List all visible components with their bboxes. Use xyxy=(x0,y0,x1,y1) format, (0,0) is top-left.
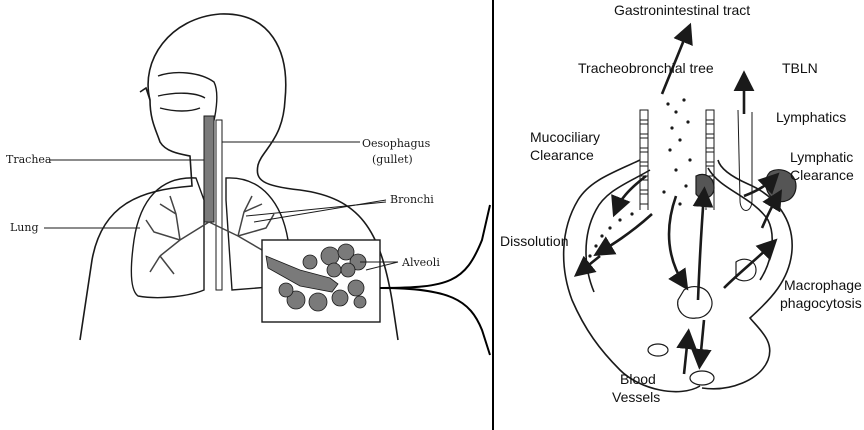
label-lymphatics: Lymphatics xyxy=(776,109,846,125)
label-blood-2: Vessels xyxy=(612,389,660,405)
label-tracheobronchial: Tracheobronchial tree xyxy=(578,60,714,76)
label-gi-tract: Gastronintestinal tract xyxy=(614,2,750,18)
label-tbln: TBLN xyxy=(782,60,818,76)
label-oesophagus: Oesophagus xyxy=(362,137,431,150)
label-dissolution: Dissolution xyxy=(500,233,568,249)
label-mucociliary-1: Mucociliary xyxy=(530,129,600,145)
label-gullet: (gullet) xyxy=(372,153,413,166)
label-mucociliary-2: Clearance xyxy=(530,147,594,163)
label-lymphatic-clearance-1: Lymphatic xyxy=(790,149,853,165)
label-trachea: Trachea xyxy=(6,153,52,166)
label-macrophage-1: Macrophage xyxy=(784,277,862,293)
label-lymphatic-clearance-2: Clearance xyxy=(790,167,854,183)
airway-cells xyxy=(640,110,752,211)
label-alveoli: Alveoli xyxy=(401,256,440,269)
clearance-arrows xyxy=(580,30,778,374)
label-lung: Lung xyxy=(10,221,39,234)
label-macrophage-2: phagocytosis xyxy=(780,295,862,311)
oesophagus xyxy=(216,120,222,290)
label-bronchi: Bronchi xyxy=(390,193,434,206)
trachea xyxy=(204,116,214,222)
label-blood-1: Blood xyxy=(620,371,656,387)
